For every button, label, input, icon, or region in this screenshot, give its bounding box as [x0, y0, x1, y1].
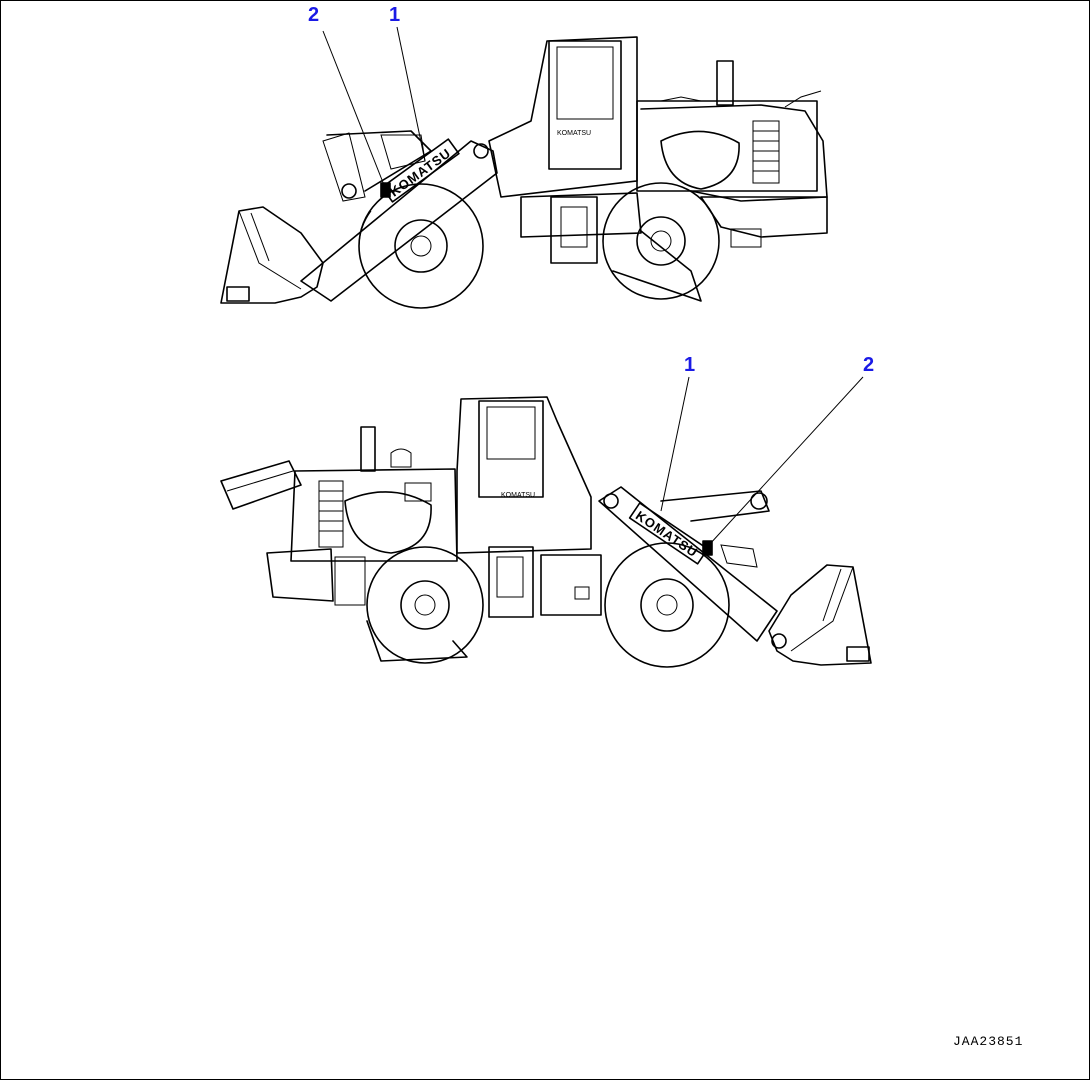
callout-1-top: 1	[389, 4, 400, 26]
cab: KOMATSU	[456, 396, 592, 554]
decal-2-marker-top	[380, 182, 391, 198]
drawing-id: JAA23851	[953, 1034, 1024, 1049]
callout-2-top: 2	[308, 4, 319, 26]
bucket-bottom	[768, 564, 872, 666]
rear-intake	[220, 460, 302, 510]
leader-line-2-bottom	[708, 376, 864, 546]
leader-line-1-top	[396, 26, 426, 162]
chassis	[488, 36, 828, 264]
wheel-loader-right-view: KOMATSU	[220, 376, 872, 668]
leader-line-1-bottom	[660, 376, 690, 512]
front-wheel	[358, 183, 484, 309]
lift-arm	[300, 130, 498, 302]
callout-2-bottom: 2	[863, 354, 874, 376]
center-frame	[488, 546, 602, 618]
wheel-loader-left-view: KOMATSU KOMATSU	[220, 26, 828, 309]
bucket	[220, 206, 324, 304]
decal-2-marker-bottom	[702, 540, 713, 556]
komatsu-decal-boom-left: KOMATSU	[380, 138, 460, 203]
rear-wheel	[602, 182, 720, 302]
komatsu-decal-boom-right: KOMATSU	[628, 502, 713, 565]
engine-hood	[266, 426, 458, 606]
cab-logo-bottom: KOMATSU	[501, 492, 535, 499]
cab-logo-top: KOMATSU	[557, 130, 591, 137]
leader-line-2-top	[322, 30, 385, 186]
rear-wheel-bottom	[366, 546, 484, 664]
callout-1-bottom: 1	[684, 354, 695, 376]
decal-text-komatsu-bottom: KOMATSU	[633, 508, 701, 561]
lift-arm-bottom	[598, 486, 787, 649]
